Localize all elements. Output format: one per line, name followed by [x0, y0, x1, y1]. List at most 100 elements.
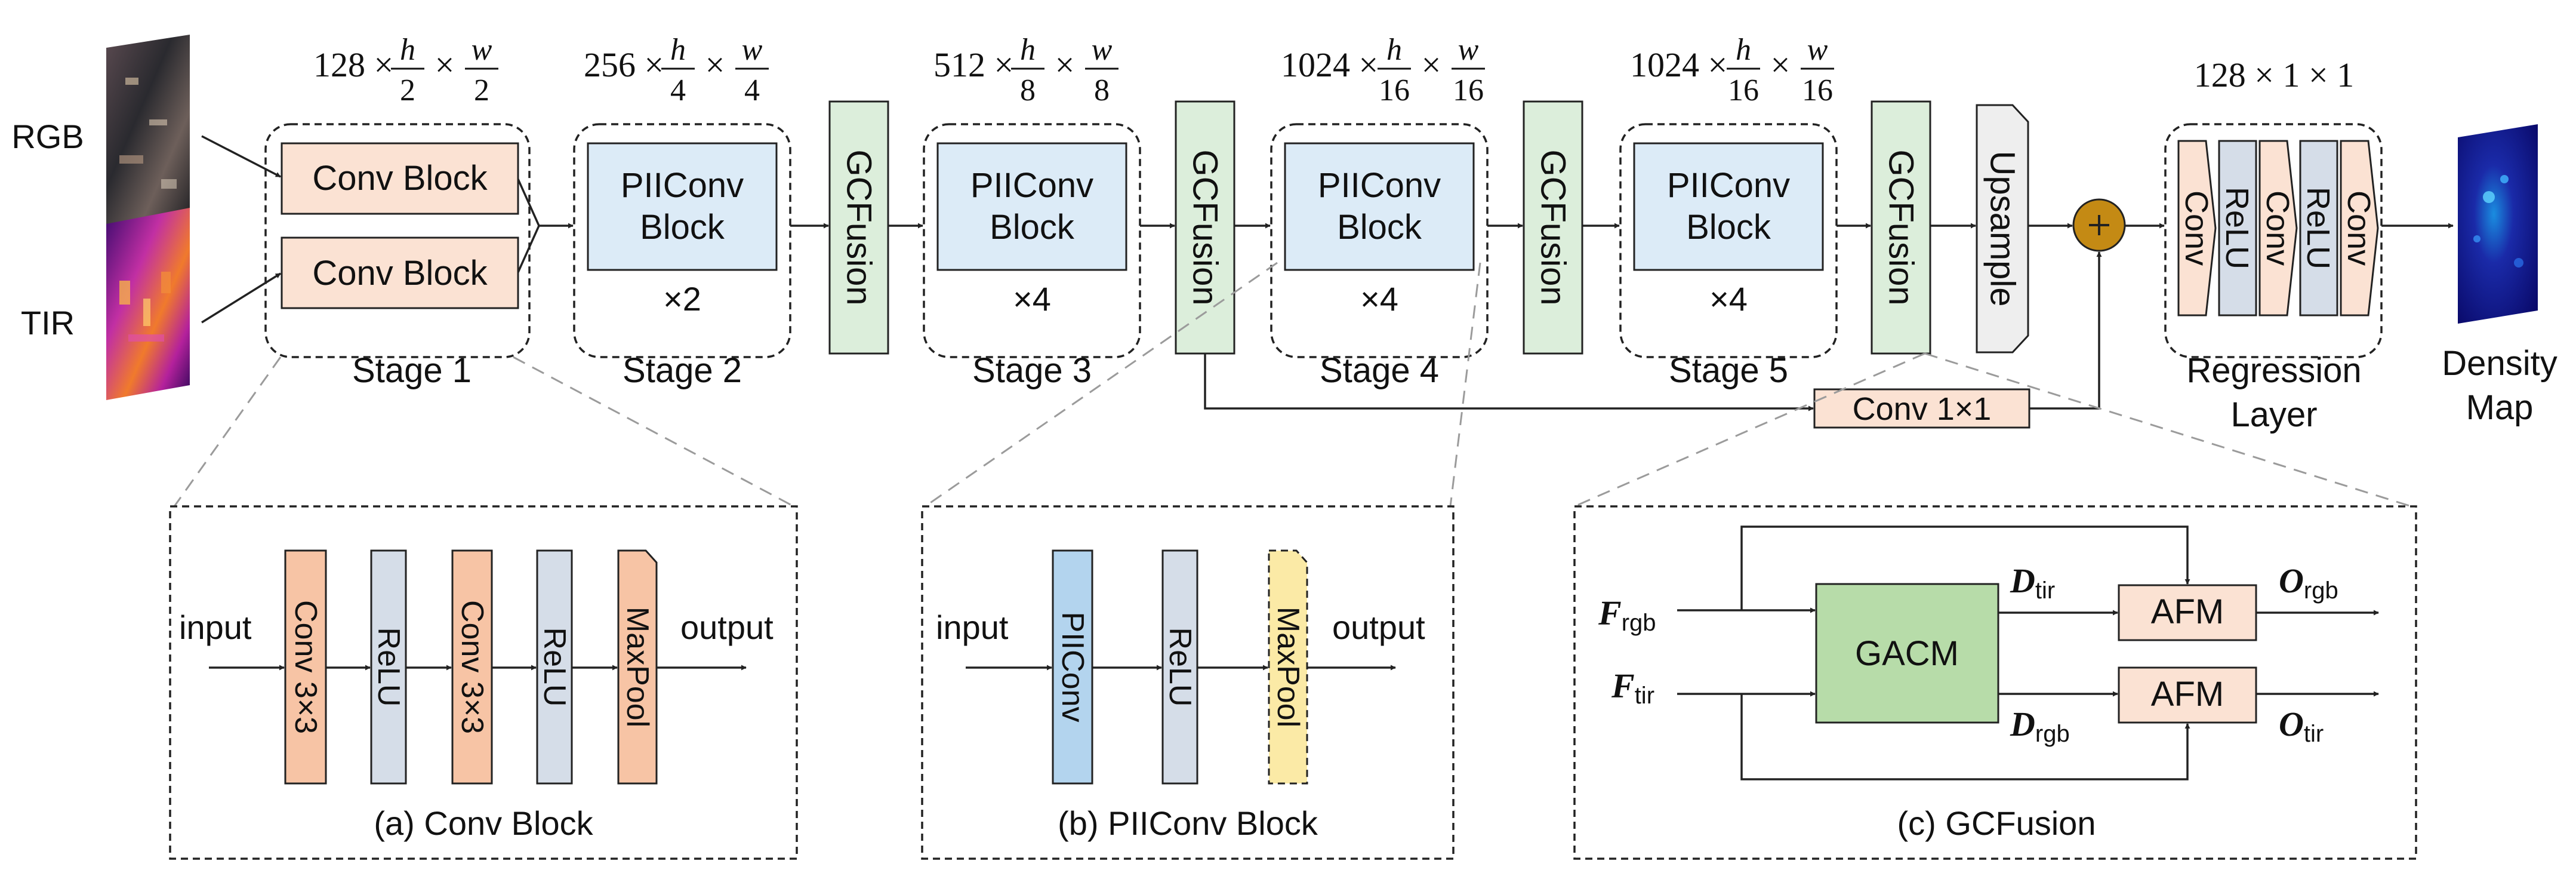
f-tir-main: F — [1611, 666, 1635, 705]
input-rgb-label: RGB — [11, 118, 84, 155]
stage4-repeat: ×4 — [1360, 280, 1398, 318]
panel-b-frame — [921, 505, 1455, 860]
dim-times: × — [705, 45, 725, 84]
density-label-line2: Map — [2466, 388, 2534, 427]
regression-label-line1: Regression — [2186, 351, 2361, 390]
gcfusion-2-label: GCFusion — [1186, 149, 1225, 305]
dim-w-denominator: 8 — [1094, 73, 1110, 107]
stage2-block-label: Block — [640, 208, 725, 247]
dim-w-numerator: w — [742, 33, 763, 67]
stage1-conv-block-2-label: Conv Block — [312, 254, 488, 293]
dim-h-numerator: h — [1736, 33, 1751, 67]
dim-times: × — [1055, 45, 1075, 84]
dim-w-numerator: w — [1807, 33, 1828, 67]
zoom-lines — [173, 262, 2412, 508]
upsample-label: Upsample — [1983, 150, 2022, 306]
stage-2-label: Stage 2 — [623, 351, 742, 390]
o-tir-label: Otir — [2279, 705, 2324, 747]
d-rgb-sub: rgb — [2035, 721, 2070, 747]
stage3-repeat: ×4 — [1013, 280, 1051, 318]
regression-item-1 — [2177, 140, 2217, 316]
gcfusion-4-label: GCFusion — [1882, 149, 1921, 305]
dim-h-denominator: 8 — [1020, 73, 1036, 107]
dim-w-denominator: 16 — [1802, 73, 1833, 107]
stage2-piiconv-label: PIIConv — [621, 166, 744, 205]
gcfusion-4 — [1871, 100, 1931, 355]
panel-a-relu-1 — [370, 549, 407, 785]
d-tir-main: D — [2010, 561, 2035, 600]
regression-item-2 — [2218, 140, 2257, 316]
dim-channels: 1024 × — [1630, 45, 1727, 84]
regression-item-4 — [2299, 140, 2338, 316]
plus-icon — [2072, 198, 2126, 252]
stage-3-label: Stage 3 — [972, 351, 1092, 390]
regression-item-label: Conv — [2260, 190, 2295, 266]
o-tir-main: O — [2279, 705, 2304, 743]
stage-dimension-3: 512 ×h8×w8 — [933, 33, 1118, 107]
dim-times: × — [435, 45, 455, 84]
o-rgb-label: Orgb — [2279, 561, 2338, 604]
input-tir-label: TIR — [21, 304, 75, 342]
stage2-piiconv-block — [587, 142, 778, 271]
panel-a-maxpool-label: MaxPool — [620, 607, 655, 727]
dim-w-denominator: 4 — [744, 73, 760, 107]
stage1-conv-block-1 — [281, 142, 519, 215]
afm-1-label: AFM — [2151, 592, 2224, 631]
panel-a-relu-1-label: ReLU — [371, 628, 406, 707]
panel-c-frame — [1573, 505, 2417, 860]
stage-dimension-1: 128 ×h2×w2 — [313, 33, 498, 107]
dim-h-numerator: h — [670, 33, 686, 67]
d-tir-label: Dtir — [2010, 561, 2055, 604]
regression-item-5 — [2340, 140, 2379, 316]
dim-w-numerator: w — [1458, 33, 1479, 67]
afm-2-label: AFM — [2151, 675, 2224, 714]
stage3-piiconv-label: PIIConv — [970, 166, 1093, 205]
conv1x1-block — [1813, 388, 2030, 429]
panel-b-input-label: input — [936, 608, 1009, 646]
dim-h-denominator: 16 — [1379, 73, 1410, 107]
dim-channels: 1024 × — [1281, 45, 1378, 84]
panel-a-relu-2-label: ReLU — [537, 628, 572, 707]
o-tir-sub: tir — [2304, 721, 2324, 747]
stage4-piiconv-block — [1284, 142, 1475, 271]
panel-a-maxpool — [617, 549, 658, 785]
f-rgb-sub: rgb — [1622, 610, 1656, 636]
gacm-block — [1815, 583, 1999, 724]
panel-a-conv3x3-2 — [451, 549, 493, 785]
panel-a-output-label: output — [680, 608, 774, 646]
upsample-block — [1976, 104, 2029, 354]
gacm-label: GACM — [1855, 634, 1959, 673]
stage5-piiconv-block — [1633, 142, 1824, 271]
dim-h-denominator: 2 — [400, 73, 415, 107]
stage-dimension-5: 1024 ×h16×w16 — [1630, 33, 1834, 107]
dim-channels: 256 × — [584, 45, 664, 84]
panel-b-piiconv — [1052, 549, 1093, 785]
stage2-repeat: ×2 — [663, 280, 701, 318]
dim-w-numerator: w — [1092, 33, 1113, 67]
density-map-icon — [2458, 124, 2538, 324]
stage5-block-label: Block — [1686, 208, 1771, 247]
panel-b-maxpool-label: MaxPool — [1271, 607, 1305, 727]
panel-a-caption: (a) Conv Block — [374, 804, 593, 842]
panel-a-relu-2 — [536, 549, 573, 785]
o-rgb-sub: rgb — [2304, 577, 2338, 604]
stage4-block-label: Block — [1337, 208, 1422, 247]
panel-a-frame — [169, 505, 798, 860]
d-rgb-label: Drgb — [2010, 705, 2070, 747]
panel-c-caption: (c) GCFusion — [1897, 804, 2096, 842]
dim-h-numerator: h — [1020, 33, 1036, 67]
panel-c-flow — [1677, 525, 2379, 780]
dim-h-numerator: h — [400, 33, 415, 67]
stage1-conv-block-1-label: Conv Block — [312, 159, 488, 198]
d-rgb-main: D — [2010, 705, 2035, 743]
regression-item-3 — [2258, 140, 2298, 316]
stage-4-label: Stage 4 — [1320, 351, 1439, 390]
top-connectors — [201, 135, 2454, 411]
dim-channels: 128 × — [313, 45, 393, 84]
regression-item-label: ReLU — [2300, 187, 2336, 269]
gcfusion-1 — [828, 100, 889, 355]
stage-dimension-4: 1024 ×h16×w16 — [1281, 33, 1485, 107]
o-rgb-main: O — [2279, 561, 2304, 600]
